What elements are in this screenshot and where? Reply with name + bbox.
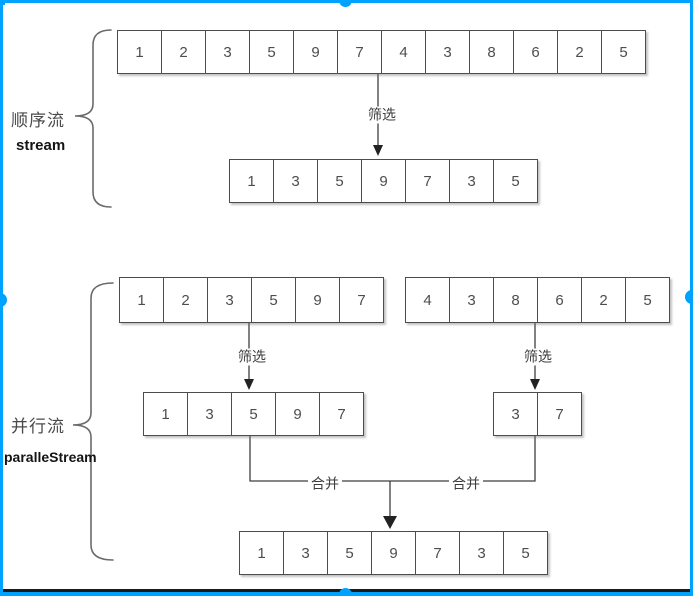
parallel-right-filter-label: 筛选	[521, 348, 555, 366]
array-cell: 5	[318, 160, 362, 202]
parallel-label-en: paralleStream	[4, 449, 97, 465]
merge-arrowhead-icon	[383, 516, 397, 529]
array-cell: 2	[164, 278, 208, 322]
array-cell: 7	[416, 532, 460, 574]
array-cell: 9	[296, 278, 340, 322]
resize-handle-middle-right[interactable]	[685, 290, 690, 304]
array-cell: 6	[538, 278, 582, 322]
array-cell: 4	[406, 278, 450, 322]
array-cell: 4	[382, 31, 426, 73]
sequential-brace	[74, 29, 112, 208]
merge-label-left: 合并	[308, 475, 342, 493]
array-cell: 2	[582, 278, 626, 322]
merge-label-right: 合并	[449, 475, 483, 493]
array-cell: 5	[626, 278, 669, 322]
array-cell: 3	[450, 160, 494, 202]
array-cell: 8	[470, 31, 514, 73]
array-cell: 3	[460, 532, 504, 574]
array-cell: 1	[118, 31, 162, 73]
array-cell: 9	[372, 532, 416, 574]
array-cell: 5	[328, 532, 372, 574]
resize-handle-bottom-center[interactable]	[339, 588, 352, 592]
array-cell: 3	[450, 278, 494, 322]
array-cell: 8	[494, 278, 538, 322]
sequential-label-en: stream	[16, 137, 66, 154]
array-cell: 9	[294, 31, 338, 73]
array-cell: 2	[162, 31, 206, 73]
array-cell: 3	[206, 31, 250, 73]
array-cell: 7	[338, 31, 382, 73]
array-cell: 5	[232, 393, 276, 435]
array-cell: 7	[406, 160, 450, 202]
array-cell: 3	[426, 31, 470, 73]
array-cell: 1	[120, 278, 164, 322]
array-cell: 3	[494, 393, 538, 435]
resize-handle-top-center[interactable]	[339, 3, 352, 7]
par-left-filter-arrowhead-icon	[244, 379, 254, 390]
array-cell: 3	[188, 393, 232, 435]
array-cell: 3	[208, 278, 252, 322]
array-cell: 5	[602, 31, 645, 73]
par-right-filter-arrowhead-icon	[530, 379, 540, 390]
parallel-label-cn: 并行流	[11, 417, 65, 436]
sequential-label-cn: 顺序流	[11, 111, 65, 130]
array-cell: 1	[240, 532, 284, 574]
array-cell: 2	[558, 31, 602, 73]
array-cell: 6	[514, 31, 558, 73]
array-cell: 3	[274, 160, 318, 202]
array-cell: 7	[320, 393, 363, 435]
array-cell: 3	[284, 532, 328, 574]
merge-connector-lines	[249, 433, 536, 517]
resize-handle-middle-left[interactable]	[3, 293, 7, 307]
array-cell: 5	[250, 31, 294, 73]
array-cell: 1	[144, 393, 188, 435]
parallel-left-filter-label: 筛选	[235, 348, 269, 366]
array-cell: 5	[494, 160, 537, 202]
array-cell: 7	[340, 278, 383, 322]
array-cell: 9	[276, 393, 320, 435]
array-cell: 1	[230, 160, 274, 202]
array-cell: 7	[538, 393, 581, 435]
parallel-brace	[72, 282, 114, 561]
resize-handle-top-left[interactable]	[3, 3, 5, 5]
array-cell: 5	[252, 278, 296, 322]
seq-filter-arrowhead-icon	[373, 145, 383, 156]
sequential-filter-label: 筛选	[365, 106, 399, 124]
array-cell: 9	[362, 160, 406, 202]
array-cell: 5	[504, 532, 547, 574]
